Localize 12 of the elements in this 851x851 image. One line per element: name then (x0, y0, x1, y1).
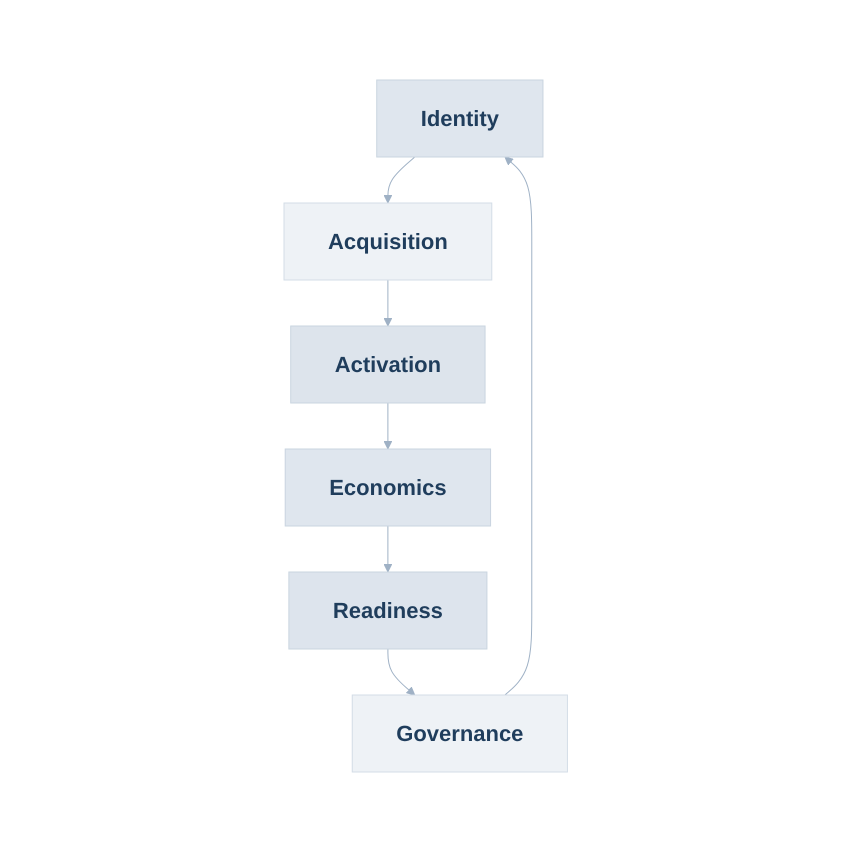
node-box: Identity (376, 79, 544, 157)
arrow (383, 279, 392, 326)
arrow (504, 156, 532, 695)
arrow (387, 648, 415, 695)
node-box: Economics (284, 448, 491, 526)
node-box: Acquisition (283, 202, 492, 280)
arrow (383, 525, 392, 572)
arrow (383, 156, 416, 203)
node-box: Readiness (288, 571, 488, 649)
arrow (383, 402, 392, 449)
node-box: Governance (352, 694, 568, 772)
node-box: Activation (290, 325, 486, 403)
